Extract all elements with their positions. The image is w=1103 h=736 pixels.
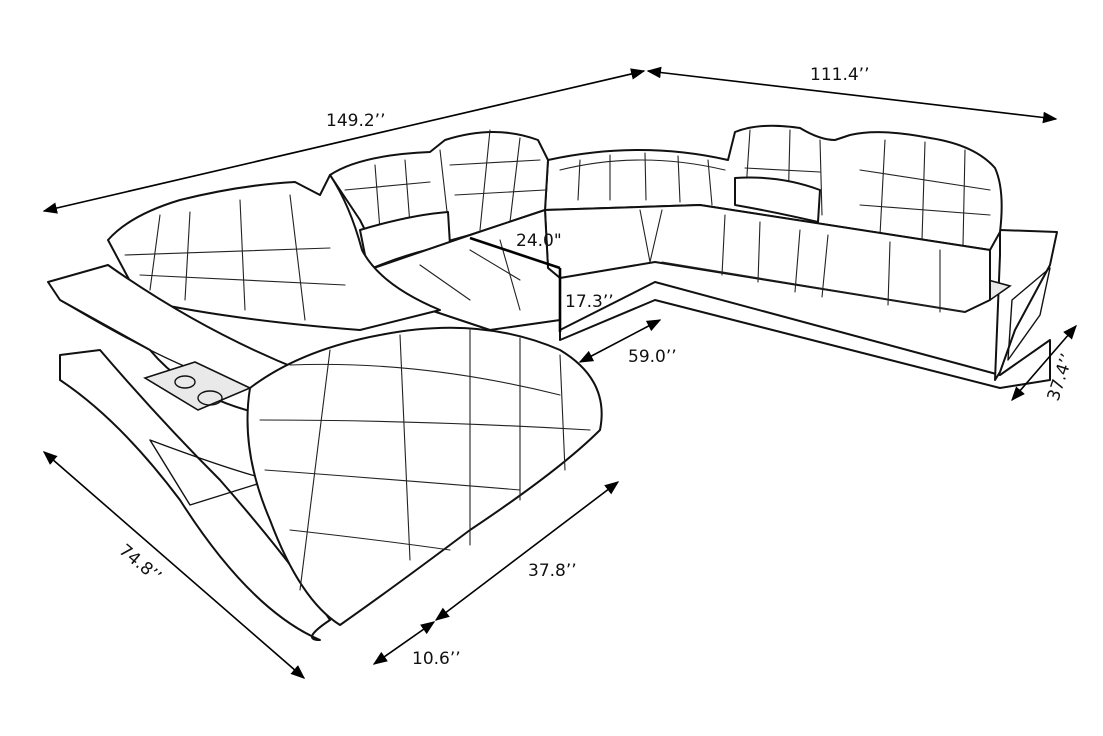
label-overall-length: 149.2’’ [326,111,385,131]
dim-line-chaise-length [42,451,306,679]
right-pillow [734,176,821,223]
label-chaise-length: 74.8’’ [115,541,165,588]
cup-holder-2 [197,390,223,406]
dim-line-right-length [646,66,1058,124]
cup-holder-1 [174,375,196,389]
dimension-lines [42,66,1077,679]
label-inner-opening: 59.0’’ [628,347,677,367]
label-seat-height: 17.3’’ [565,292,614,312]
dim-line-overall [42,68,646,214]
label-right-length: 111.4’’ [810,65,869,85]
label-armrest-width: 10.6’’ [412,649,461,669]
right-armrest [994,229,1058,381]
dim-line-chaise-width [434,481,620,621]
dim-line-seat-depth [469,236,561,270]
dim-line-right-depth [1011,324,1077,402]
dim-line-armrest-width [372,621,436,665]
dim-line-inner-opening [578,319,662,363]
label-chaise-width: 37.8’’ [528,561,577,581]
label-seat-depth: 24.0" [516,231,562,251]
